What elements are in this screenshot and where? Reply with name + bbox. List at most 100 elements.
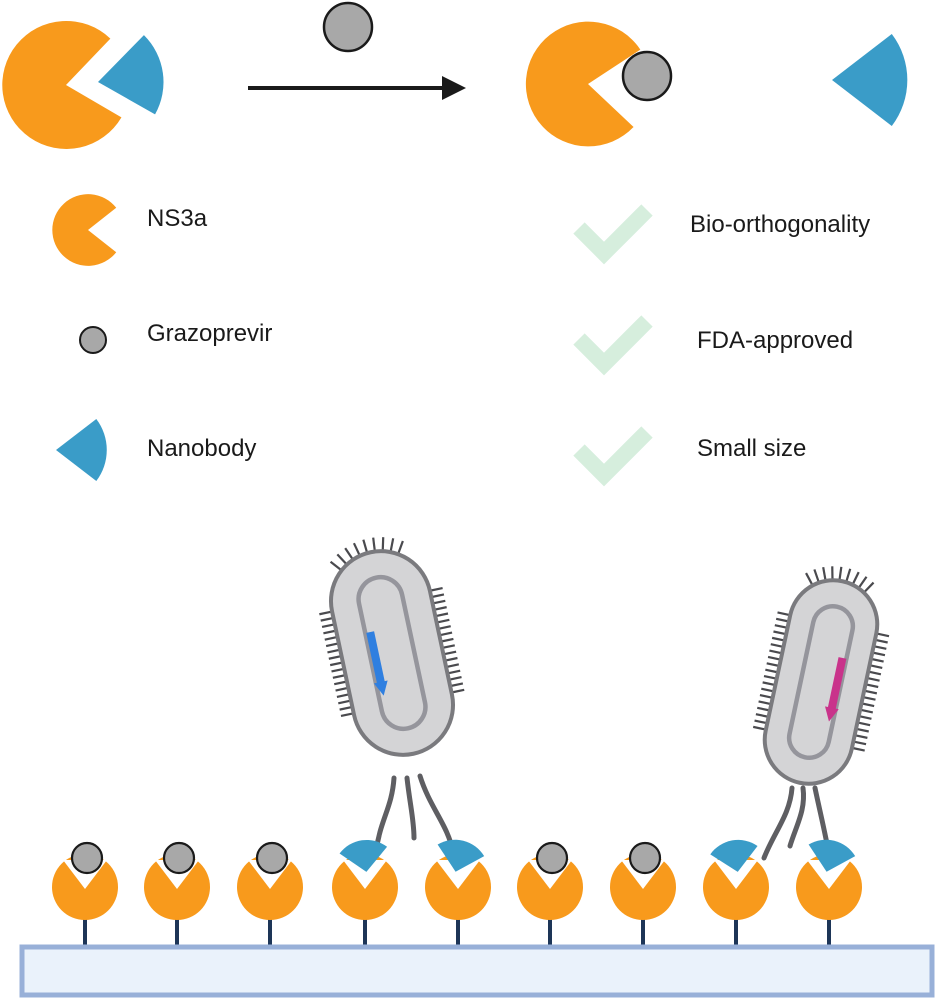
tether — [787, 785, 807, 849]
bacterium-blue — [319, 537, 465, 855]
feature-label: Bio-orthogonality — [690, 211, 870, 238]
cilium — [331, 667, 345, 673]
cilium — [324, 635, 338, 641]
surface-site — [425, 839, 491, 947]
grazoprevir-added — [322, 1, 374, 53]
cilium — [872, 651, 886, 657]
cilium — [362, 539, 369, 554]
cilium — [372, 537, 376, 552]
cilium — [822, 566, 827, 582]
cilium — [854, 734, 868, 739]
check-icon — [579, 321, 647, 364]
cilium — [876, 632, 890, 638]
cilium — [445, 663, 460, 669]
cilium — [869, 664, 883, 670]
legend-label-nanobody: Nanobody — [147, 435, 256, 462]
legend-label-grazoprevir: Grazoprevir — [147, 320, 272, 347]
released-nanobody — [832, 34, 908, 126]
cilium — [761, 687, 775, 693]
cilium — [755, 713, 769, 718]
ns3a-pocket — [714, 860, 758, 889]
surface-sites — [52, 839, 862, 947]
tether — [761, 785, 795, 861]
cilium — [439, 631, 453, 637]
check-icon — [579, 210, 647, 253]
cilium — [320, 616, 334, 622]
gene-arrow-shaft — [366, 631, 385, 684]
grazoprevir — [535, 841, 569, 875]
cilium — [855, 727, 869, 733]
cilium — [845, 568, 852, 583]
grazoprevir — [162, 841, 196, 875]
cilium — [862, 695, 876, 701]
cilium — [443, 650, 457, 656]
cilium — [444, 656, 458, 662]
gene-arrow-shaft — [827, 657, 847, 710]
cell-body — [328, 549, 456, 757]
reaction-arrowhead — [442, 76, 466, 100]
cilium — [861, 702, 875, 708]
cilium — [759, 694, 773, 699]
check-icon — [579, 432, 647, 475]
ns3a-pocket — [807, 860, 851, 889]
cilium — [777, 611, 791, 617]
cilium — [429, 586, 443, 592]
cilium — [770, 643, 784, 649]
bacterium-magenta — [752, 566, 890, 863]
surface-site — [52, 841, 118, 947]
cilium — [332, 674, 346, 679]
cilium — [338, 699, 352, 705]
cilium — [765, 668, 779, 674]
cilium — [873, 645, 887, 650]
binding-surface — [19, 944, 935, 998]
ns3a-legend-icon — [52, 194, 117, 266]
cilium — [870, 657, 884, 663]
cilium — [813, 569, 820, 584]
ns3a-pocket — [436, 860, 480, 889]
cilium — [857, 576, 868, 589]
surface-site — [332, 840, 398, 947]
cilium — [344, 547, 354, 561]
cilium — [858, 715, 872, 720]
cilium — [771, 636, 786, 642]
cilium — [339, 705, 353, 711]
tether — [404, 775, 417, 841]
cilium — [329, 661, 344, 667]
cilium — [863, 581, 875, 594]
cilium — [831, 566, 834, 581]
nanobody — [808, 839, 856, 872]
cilium — [328, 654, 342, 660]
nanobody — [437, 839, 485, 872]
nanobody — [710, 839, 758, 872]
grazoprevir-legend-icon — [79, 326, 107, 354]
cilium — [432, 599, 446, 605]
cilium — [340, 712, 354, 718]
cilium — [435, 612, 449, 618]
cilium — [440, 637, 454, 643]
cilium — [449, 682, 464, 688]
cell-body — [762, 578, 880, 786]
feature-checklist: Bio-orthogonality FDA-approved Small siz… — [579, 210, 870, 475]
legend-label-ns3a: NS3a — [147, 205, 208, 232]
feature-label: FDA-approved — [697, 327, 853, 354]
cilium — [867, 670, 882, 676]
cilium — [431, 593, 445, 599]
cilium — [757, 706, 771, 712]
surface-site — [237, 841, 303, 947]
cilium — [448, 675, 462, 681]
cilium — [805, 572, 814, 586]
reaction-scheme — [0, 1, 908, 158]
cilium — [323, 629, 337, 635]
grazoprevir — [70, 841, 104, 875]
cilium — [851, 571, 860, 586]
cilium — [352, 542, 361, 557]
cilium — [319, 610, 333, 616]
cilium — [766, 662, 780, 668]
cilium — [767, 655, 781, 661]
cilia — [752, 566, 890, 752]
cilium — [763, 674, 777, 680]
cilium — [451, 688, 465, 694]
cilium — [441, 644, 455, 650]
cilium — [336, 693, 350, 698]
